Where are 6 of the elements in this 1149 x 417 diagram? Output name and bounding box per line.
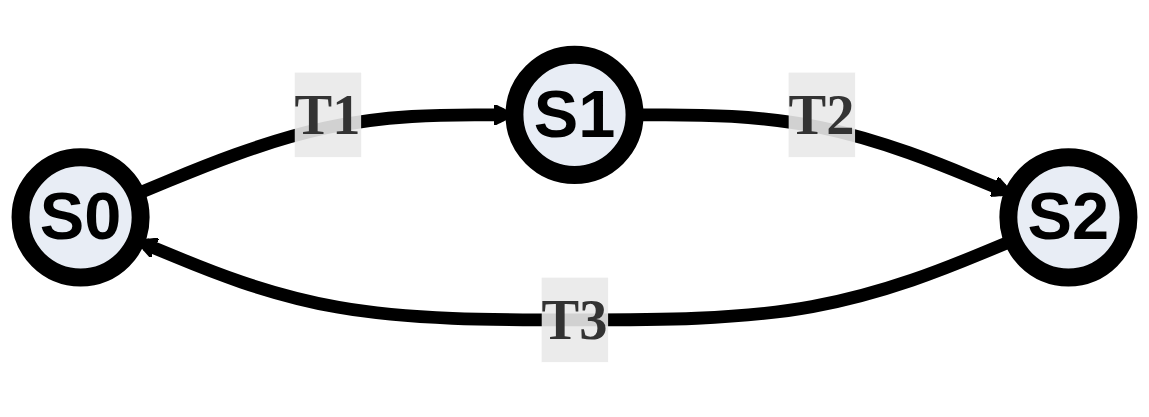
node-circle: S0 bbox=[11, 148, 150, 287]
edge-label: T2 bbox=[788, 82, 855, 147]
edge-label: T3 bbox=[541, 287, 608, 352]
node-circle: S2 bbox=[999, 148, 1138, 287]
edge-label: T1 bbox=[294, 82, 361, 147]
node-circle: S1 bbox=[505, 45, 644, 184]
